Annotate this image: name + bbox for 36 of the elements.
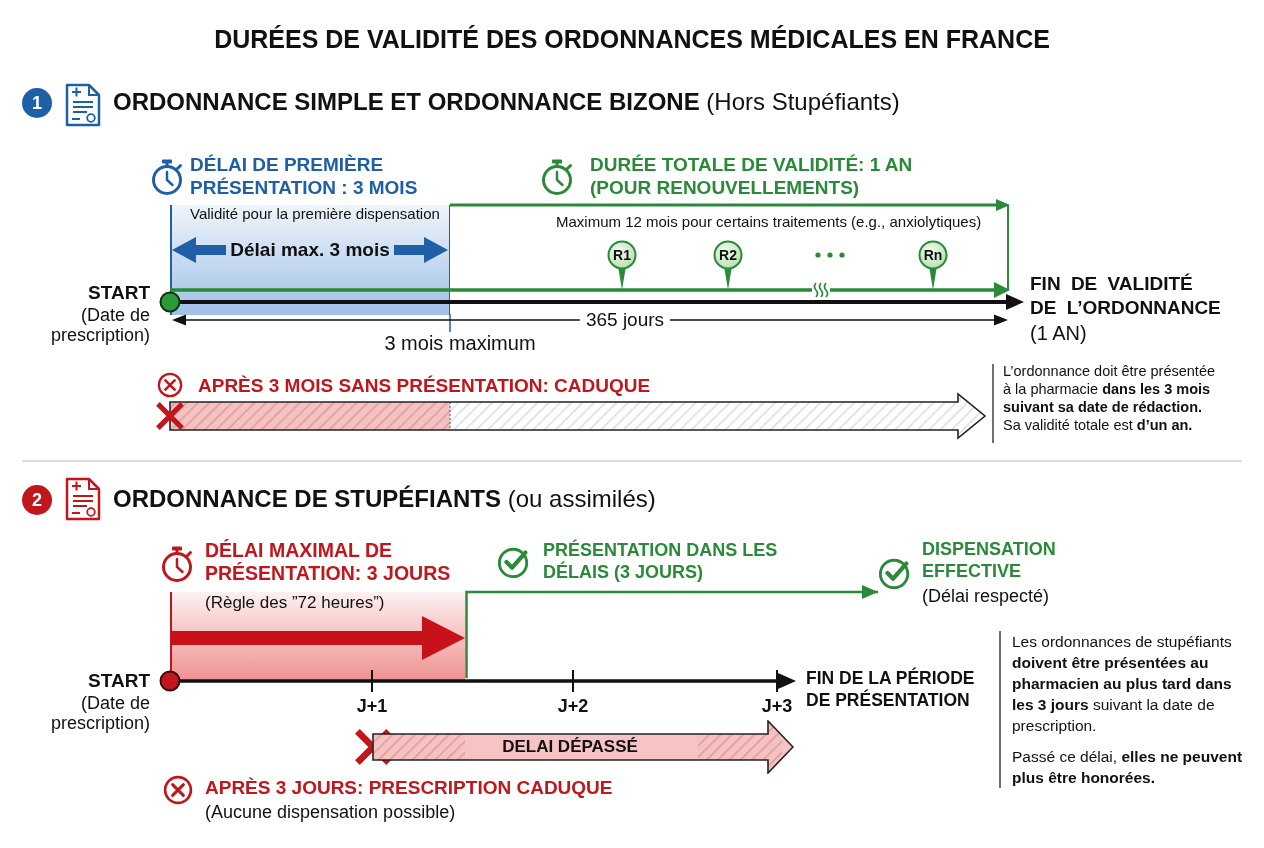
tick-label: J+2 <box>557 695 589 717</box>
start-label: START <box>88 669 150 692</box>
dimension-label: Délai max. 3 mois <box>230 238 390 262</box>
tick-label: J+1 <box>356 695 388 717</box>
warning-heading: APRÈS 3 MOIS SANS PRÉSENTATION: CADUQUE <box>198 374 651 397</box>
node-subtitle: (Délai respecté) <box>922 585 1050 607</box>
section-heading: ORDONNANCE SIMPLE ET ORDONNANCE BIZONE (Hors Stupéfiants) <box>113 87 900 117</box>
band-caption: Validité pour la première dispensation <box>190 205 440 223</box>
start-label: START <box>88 281 150 304</box>
info-note: Les ordonnances de stupéfiants doivent être présentées au pharmacien au plus tard dans les 3 jours suivant la date de prescription. <box>1012 632 1233 736</box>
end-label: FIN DE VALIDITÉ DE L’ORDONNANCE <box>1030 272 1222 320</box>
shaded-period-band <box>170 592 465 681</box>
section-heading: ORDONNANCE DE STUPÉFIANTS (ou assimilés) <box>113 484 656 514</box>
warning-caption: (Aucune dispensation possible) <box>205 801 456 823</box>
start-caption: (Date de prescription) <box>49 693 150 733</box>
period-heading: DÉLAI MAXIMAL DE PRÉSENTATION: 3 JOURS <box>205 539 452 585</box>
node-heading: DISPENSATION EFFECTIVE <box>922 538 1057 582</box>
shaded-period-band <box>170 205 450 315</box>
end-label: FIN DE LA PÉRIODE DE PRÉSENTATION <box>806 667 976 711</box>
diagram-title: DURÉES DE VALIDITÉ DES ORDONNANCES MÉDICALES EN FRANCE <box>214 24 1050 54</box>
section-number: 2 <box>22 485 52 515</box>
period-heading: DURÉE TOTALE DE VALIDITÉ: 1 AN (POUR RENOUVELLEMENTS) <box>590 153 914 199</box>
info-note: Passé ce délai, elles ne peuvent plus être honorées. <box>1012 747 1244 788</box>
end-caption: (1 AN) <box>1030 321 1087 345</box>
tick-label: J+3 <box>761 695 793 717</box>
start-caption: (Date de prescription) <box>49 305 150 345</box>
dimension-label: 3 mois maximum <box>384 331 536 355</box>
period-heading: DÉLAI DE PREMIÈRE PRÉSENTATION : 3 MOIS <box>190 153 419 199</box>
connector-arrow <box>465 585 878 678</box>
band-caption: (Règle des ”72 heures”) <box>205 593 385 613</box>
edge-label: PRÉSENTATION DANS LES DÉLAIS (3 JOURS) <box>543 539 779 583</box>
warning-heading: APRÈS 3 JOURS: PRESCRIPTION CADUQUE <box>205 776 613 799</box>
section-number: 1 <box>22 88 52 118</box>
period-note: Maximum 12 mois pour certains traitements (e.g., anxiolytiques) <box>556 213 982 231</box>
overdue-period-arrow: DELAI DÉPASSÉ <box>372 720 794 774</box>
info-note: L’ordonnance doit être présentée à la pharmacie dans les 3 mois suivant sa date de rédaction. Sa validité totale est d’un an. <box>1003 362 1217 434</box>
